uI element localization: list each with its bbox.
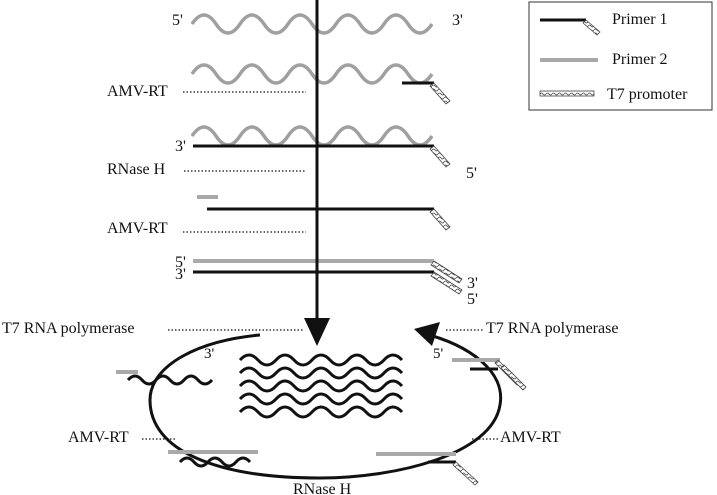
step-amv-rt-left: AMV-RT — [68, 429, 129, 446]
step-amv-rt-1: AMV-RT — [107, 83, 168, 100]
step-t7-left: T7 RNA polymerase — [2, 320, 134, 337]
row5-right-5prime: 5' — [467, 291, 478, 308]
t7-tail-row4 — [429, 208, 451, 231]
row1-3prime: 3' — [452, 12, 463, 29]
t7-tail-row2 — [429, 82, 451, 105]
legend: Primer 1 Primer 2 T7 promoter — [528, 1, 713, 111]
legend-t7-label: T7 promoter — [607, 86, 688, 103]
rna-wave-row3 — [190, 125, 434, 147]
legend-primer1-tail — [582, 19, 601, 36]
t7-tail-row5a — [430, 260, 463, 284]
step-rnase-h-bottom: RNase H — [293, 481, 352, 495]
cycle-arrow-head — [414, 322, 440, 346]
cycle-right-5prime: 5' — [433, 346, 444, 362]
row5-3prime: 3' — [175, 266, 186, 283]
step-t7-right: T7 RNA polymerase — [486, 320, 618, 337]
legend-primer2-label: Primer 2 — [612, 51, 668, 68]
main-arrow-head — [304, 318, 330, 346]
step-amv-rt-2: AMV-RT — [107, 220, 168, 237]
rna-wave-row1 — [190, 13, 434, 35]
row5-right-3prime: 3' — [467, 275, 478, 292]
row5-5prime: 5' — [175, 254, 186, 271]
t7-tail-row3 — [429, 145, 451, 168]
t7-tail-cycle-bottom-right — [452, 461, 479, 486]
t7-tail-row5b — [430, 271, 463, 295]
rna-cycle-bottom-left — [178, 456, 252, 468]
cycle-left-3prime: 3' — [204, 346, 215, 362]
step-rnase-h-1: RNase H — [107, 161, 166, 178]
row3-5prime: 5' — [466, 165, 477, 182]
antisense-rna-cluster — [238, 353, 404, 419]
step-amv-rt-right: AMV-RT — [500, 429, 561, 446]
t7-tail-cycle-right-b — [500, 364, 527, 391]
rna-wave-row2 — [190, 63, 434, 85]
legend-primer1-label: Primer 1 — [612, 11, 668, 28]
row1-5prime: 5' — [172, 12, 183, 29]
legend-t7-swatch — [539, 90, 595, 97]
rna-cycle-left — [126, 374, 214, 386]
row3-3prime: 3' — [175, 138, 186, 155]
